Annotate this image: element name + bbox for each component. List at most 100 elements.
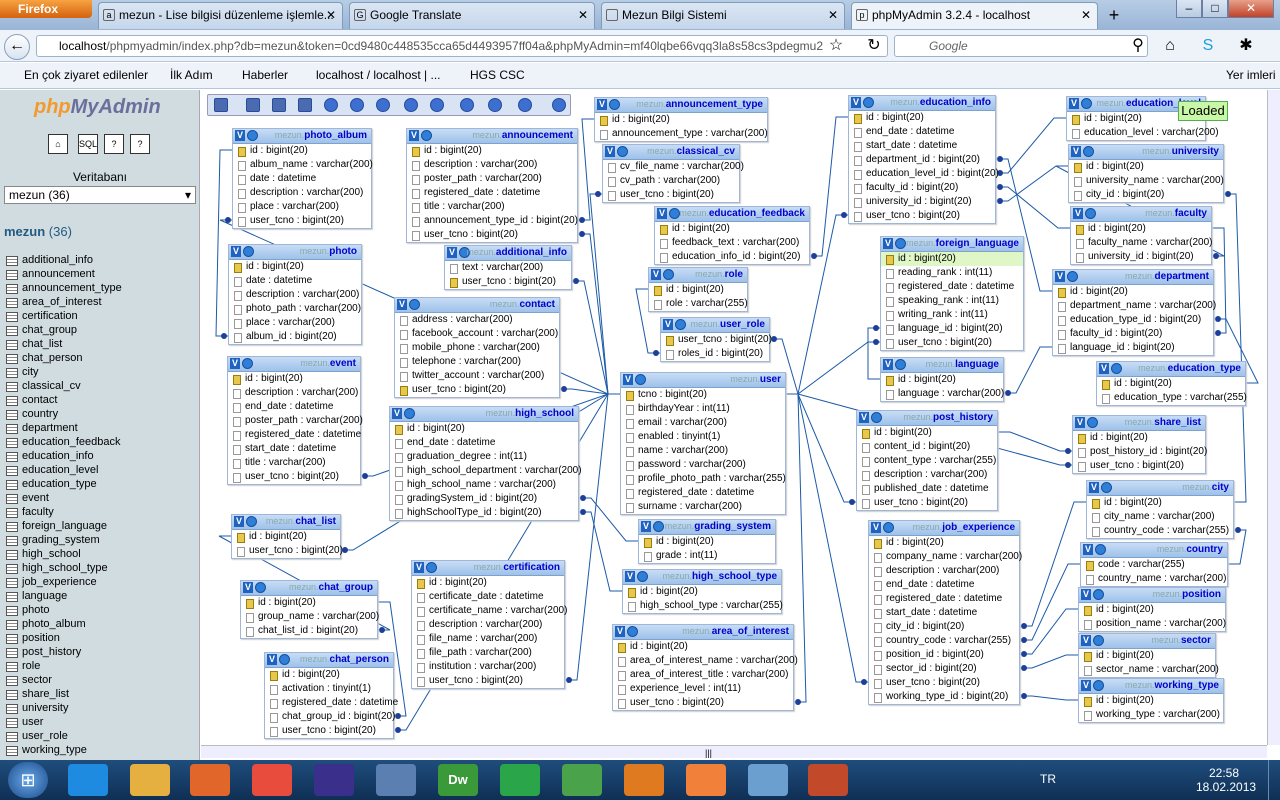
toggle-columns-icon[interactable]: V [1069,98,1079,109]
toggle-columns-icon[interactable]: V [1071,146,1081,157]
table-column-row[interactable]: gradingSystem_id : bigint(20) [390,492,578,506]
sidebar-table-item[interactable]: additional_info [6,253,122,267]
table-column-row[interactable]: id : bigint(20) [1071,222,1211,236]
home-icon[interactable]: ⌂ [48,134,68,154]
table-column-row[interactable]: id : bigint(20) [412,576,564,590]
toggle-columns-icon[interactable]: V [623,374,633,385]
ie-icon[interactable] [68,764,108,796]
docs-icon[interactable]: ? [104,134,124,154]
table-column-row[interactable]: id : bigint(20) [869,536,1019,550]
sidebar-table-item[interactable]: university [6,701,122,715]
db-tool-icon[interactable] [376,764,416,796]
table-options-icon[interactable] [863,97,874,108]
table-column-row[interactable]: city_id : bigint(20) [1069,188,1223,202]
table-list-icon[interactable] [272,98,286,112]
table-column-row[interactable]: id : bigint(20) [613,640,793,654]
bookmark-most-visited[interactable]: En çok ziyaret edilenler [24,68,149,82]
toggle-columns-icon[interactable]: V [392,408,402,419]
table-options-icon[interactable] [895,359,906,370]
table-column-row[interactable]: place : varchar(200) [233,200,371,214]
home-icon[interactable]: ⌂ [1165,37,1175,54]
sidebar-table-item[interactable]: chat_list [6,337,122,351]
table-column-row[interactable]: registered_date : datetime [881,280,1023,294]
vertical-scrollbar[interactable] [1267,90,1280,745]
table-column-row[interactable]: user_tcno : bigint(20) [412,674,564,688]
table-column-row[interactable]: certificate_name : varchar(200) [412,604,567,618]
eclipse-icon[interactable] [314,764,354,796]
table-column-row[interactable]: id : bigint(20) [881,252,1023,266]
table-column-row[interactable]: sector_id : bigint(20) [869,662,1019,676]
table-options-icon[interactable] [1093,589,1104,600]
table-column-row[interactable]: certificate_date : datetime [412,590,564,604]
table-options-icon[interactable] [459,247,470,258]
xampp-icon[interactable] [686,764,726,796]
table-column-row[interactable]: user_tcno : bigint(20) [232,544,343,558]
sidebar-table-item[interactable]: high_school [6,547,122,561]
table-column-row[interactable]: start_date : datetime [869,606,1019,620]
db-select[interactable]: mezun (36)▾ [4,186,196,204]
maximize-button[interactable]: □ [1202,0,1228,18]
table-options-icon[interactable] [255,582,266,593]
table-column-row[interactable]: cv_file_name : varchar(200) [603,160,744,174]
table-column-row[interactable]: user_tcno : bigint(20) [661,333,772,347]
toggle-columns-icon[interactable]: V [447,247,457,258]
table-column-row[interactable]: id : bigint(20) [1079,694,1223,708]
sidebar-table-item[interactable]: contact [6,393,122,407]
toggle-columns-icon[interactable]: V [1099,363,1109,374]
table-column-row[interactable]: email : varchar(200) [621,416,785,430]
table-column-row[interactable]: description : varchar(200) [869,564,1019,578]
close-icon[interactable]: ✕ [1080,8,1091,22]
table-column-row[interactable]: text : varchar(200) [445,261,571,275]
table-column-row[interactable]: description : varchar(200) [407,158,577,172]
bookmark-hgs-csc[interactable]: HGS CSC [470,68,525,82]
table-options-icon[interactable] [404,408,415,419]
table-column-row[interactable]: published_date : datetime [857,482,997,496]
table-column-row[interactable]: code : varchar(255) [1081,558,1227,572]
table-options-icon[interactable] [627,626,638,637]
export-icon[interactable] [518,98,532,112]
table-column-row[interactable]: user_tcno : bigint(20) [613,696,793,710]
sidebar-table-item[interactable]: user [6,715,122,729]
sidebar-table-item[interactable]: education_info [6,449,122,463]
bookmark-localhost[interactable]: localhost / localhost | ... [316,68,441,82]
java-ee-ide-icon[interactable] [808,764,848,796]
table-column-row[interactable]: city_id : bigint(20) [869,620,1019,634]
table-column-row[interactable]: registered_date : datetime [621,486,785,500]
toggle-columns-icon[interactable]: V [397,299,407,310]
toggle-columns-icon[interactable]: V [663,319,673,330]
toggle-columns-icon[interactable]: V [859,412,869,423]
toggle-menu-icon[interactable] [214,98,228,112]
table-column-row[interactable]: registered_date : datetime [869,592,1019,606]
table-column-row[interactable]: position_name : varchar(200) [1079,617,1226,631]
table-column-row[interactable]: department_id : bigint(20) [849,153,995,167]
table-column-row[interactable]: university_name : varchar(200) [1069,174,1224,188]
sidebar-table-item[interactable]: working_type [6,743,122,757]
sidebar-table-item[interactable]: education_feedback [6,435,122,449]
table-column-row[interactable]: language_id : bigint(20) [1053,341,1213,355]
table-column-row[interactable]: working_type : varchar(200) [1079,708,1223,722]
table-options-icon[interactable] [883,522,894,533]
table-column-row[interactable]: content_id : bigint(20) [857,440,997,454]
bookmark-star-icon[interactable]: ☆ [828,37,844,54]
table-column-row[interactable]: start_date : datetime [849,139,995,153]
toggle-columns-icon[interactable]: V [1083,544,1093,555]
table-column-row[interactable]: country_code : varchar(255) [869,634,1019,648]
sidebar-table-item[interactable]: high_school_type [6,561,122,575]
table-column-row[interactable]: user_tcno : bigint(20) [1073,459,1205,473]
language-indicator[interactable]: TR [1040,772,1056,786]
toggle-columns-icon[interactable]: V [231,246,241,257]
